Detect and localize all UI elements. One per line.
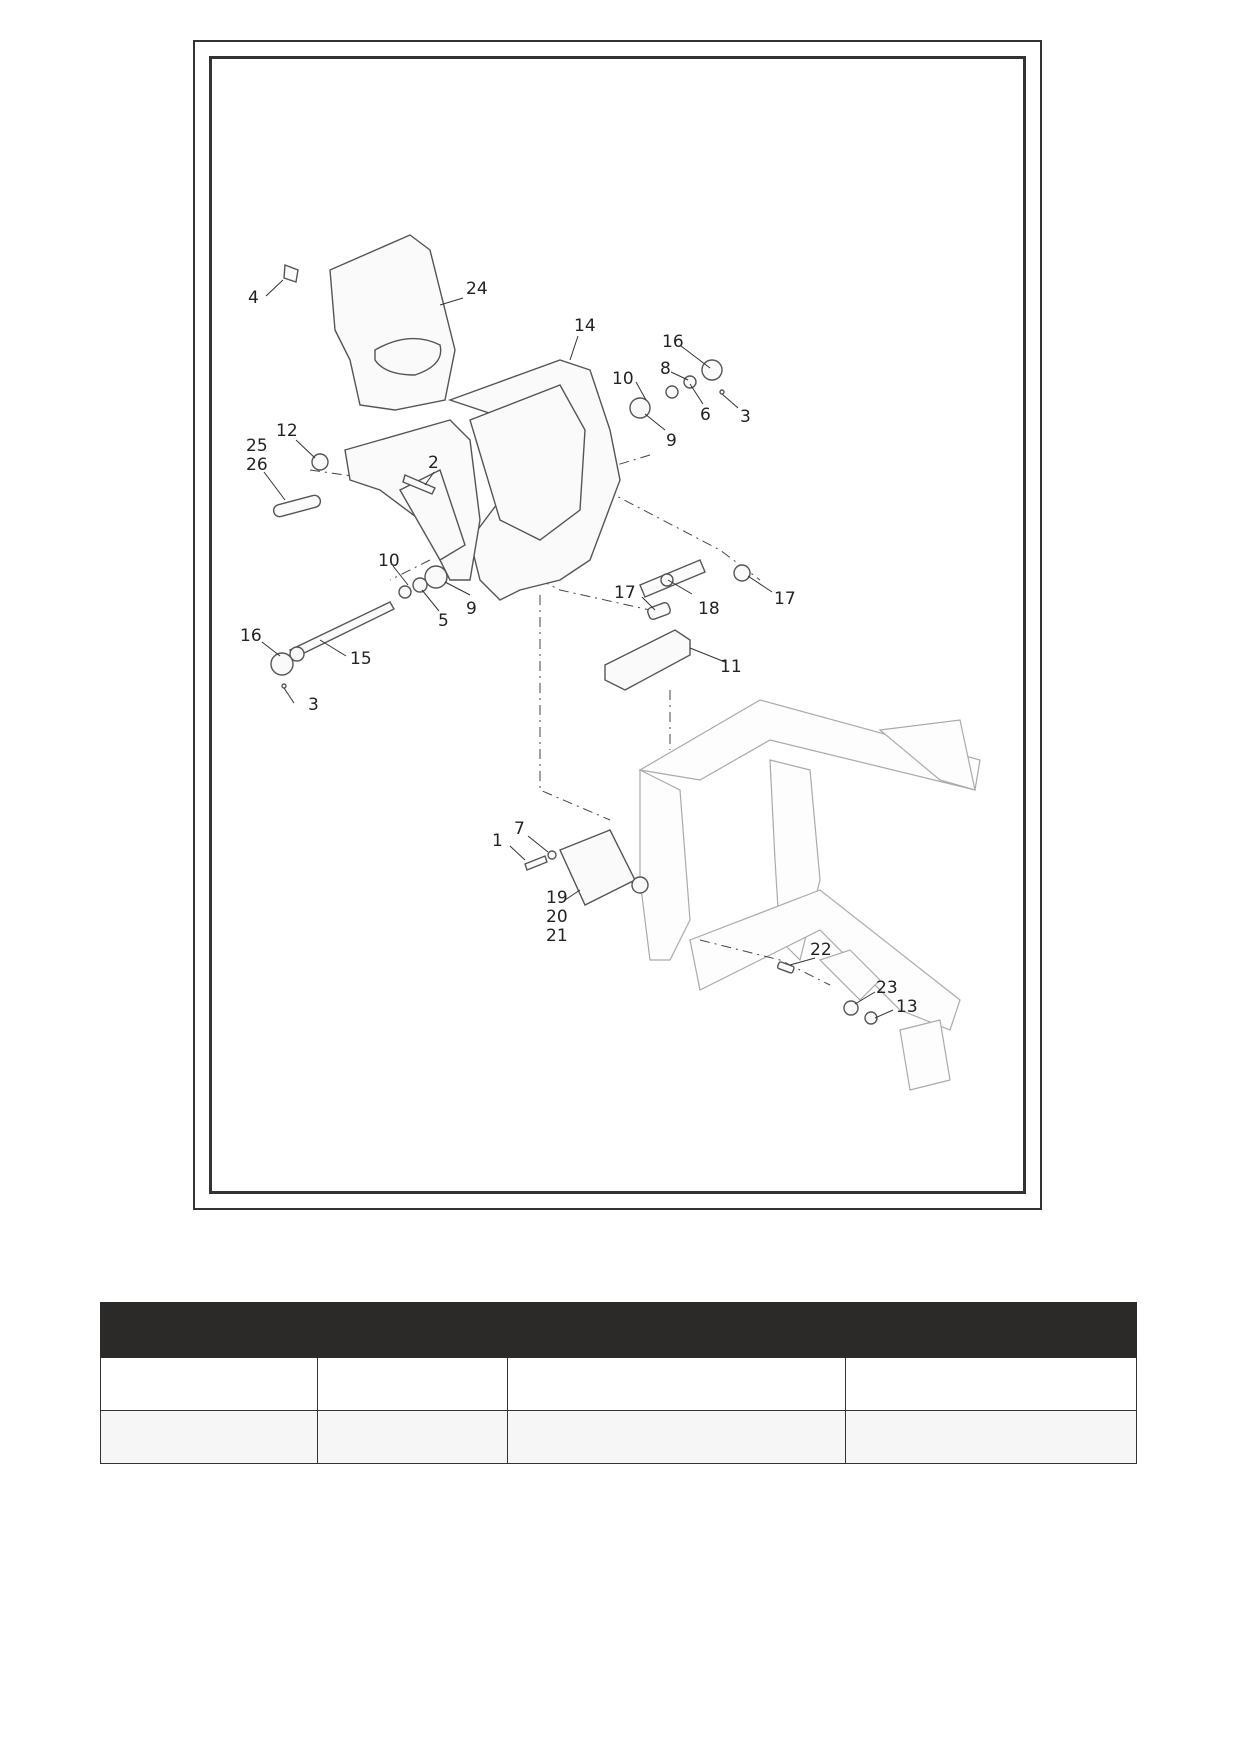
table-header-cell <box>317 1302 508 1358</box>
callout-13: 13 <box>896 997 918 1017</box>
table-cell <box>317 1410 508 1464</box>
part-4-bolt <box>283 264 299 283</box>
callout-8: 8 <box>660 359 671 379</box>
vehicle-frame-illustration <box>638 699 981 1091</box>
table-cell <box>845 1357 1137 1411</box>
callout-12: 12 <box>276 421 298 441</box>
table-cell <box>507 1410 846 1464</box>
part-17-bushing-left <box>647 602 671 620</box>
callout-11: 11 <box>720 657 742 677</box>
upper-right-hardware <box>629 359 725 419</box>
table-header-row <box>100 1302 1137 1358</box>
callout-22: 22 <box>810 940 832 960</box>
callout-labels: 4 24 14 16 8 10 6 3 9 12 25 26 2 10 5 9 … <box>240 279 918 1017</box>
table-cell <box>845 1410 1137 1464</box>
callout-16-left: 16 <box>240 626 262 646</box>
callout-3-upper: 3 <box>740 407 751 427</box>
table-header-cell <box>507 1302 846 1358</box>
callout-4: 4 <box>248 288 259 308</box>
callout-7: 7 <box>514 819 525 839</box>
callout-26: 26 <box>246 455 268 475</box>
part-24-cover <box>329 234 456 411</box>
exploded-parts-diagram: 4 24 14 16 8 10 6 3 9 12 25 26 2 10 5 9 … <box>240 234 981 1091</box>
callout-18: 18 <box>698 599 720 619</box>
figure-inner-frame <box>209 56 1026 1194</box>
callout-14: 14 <box>574 316 596 336</box>
part-2-bolt <box>402 474 436 495</box>
part-7-nut <box>547 850 557 860</box>
parts-table <box>100 1302 1137 1464</box>
table-row <box>100 1410 1137 1464</box>
table-cell <box>317 1357 508 1411</box>
callout-19: 19 <box>546 888 568 908</box>
callout-15: 15 <box>350 649 372 669</box>
callout-3-lower: 3 <box>308 695 319 715</box>
table-row <box>100 1357 1137 1411</box>
callout-25: 25 <box>246 436 268 456</box>
table-cell <box>100 1410 318 1464</box>
part-12-nut <box>311 453 329 471</box>
callout-leaders <box>261 279 894 1019</box>
callout-10-upper: 10 <box>612 369 634 389</box>
callout-9-lower: 9 <box>466 599 477 619</box>
callout-1: 1 <box>492 831 503 851</box>
figure-outer-frame <box>193 40 1042 1210</box>
callout-6: 6 <box>700 405 711 425</box>
callout-24: 24 <box>466 279 488 299</box>
callout-5: 5 <box>438 611 449 631</box>
part-13-nut <box>864 1011 878 1025</box>
part-14-frame <box>344 359 621 601</box>
part-11-bracket <box>604 629 691 691</box>
table-header-cell <box>100 1302 318 1358</box>
part-25-26-strap <box>272 494 322 518</box>
callout-21: 21 <box>546 926 568 946</box>
table-cell <box>507 1357 846 1411</box>
callout-10-lower: 10 <box>378 551 400 571</box>
callout-17-right: 17 <box>774 589 796 609</box>
table-header-cell <box>845 1302 1137 1358</box>
left-hardware <box>398 565 448 599</box>
callout-9-upper: 9 <box>666 431 677 451</box>
table-cell <box>100 1357 318 1411</box>
part-16-cap-left <box>270 652 294 676</box>
part-1-stud <box>524 855 548 871</box>
callout-17-left: 17 <box>614 583 636 603</box>
part-15-long-bolt <box>288 601 395 658</box>
callout-20: 20 <box>546 907 568 927</box>
callout-16-right: 16 <box>662 332 684 352</box>
part-19-starter <box>559 829 636 906</box>
part-24-emblem <box>374 337 442 376</box>
callout-23: 23 <box>876 978 898 998</box>
part-22-pin <box>776 961 795 974</box>
part-17-bushing-right <box>733 564 751 582</box>
callout-2: 2 <box>428 453 439 473</box>
part-23-washer <box>843 1000 859 1016</box>
